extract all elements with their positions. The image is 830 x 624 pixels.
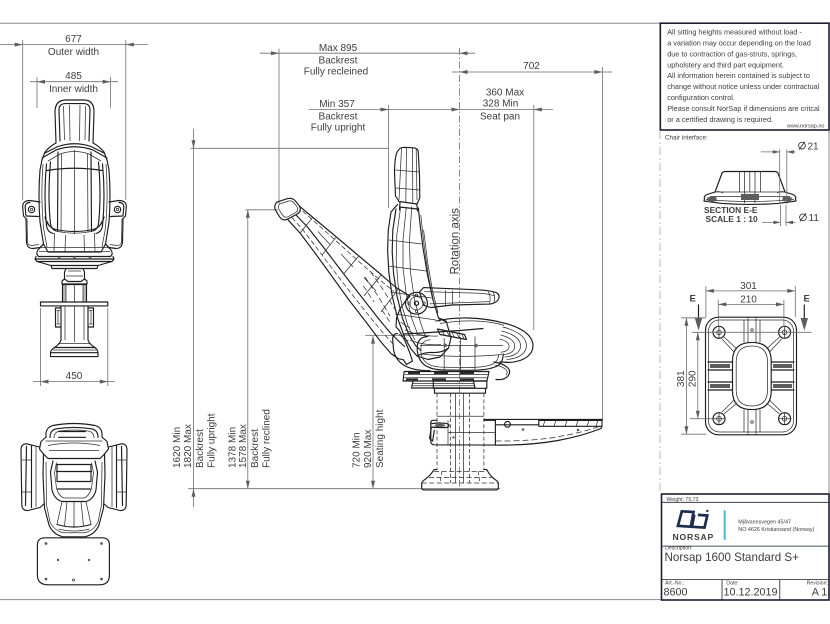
svg-text:702: 702 <box>523 61 540 72</box>
svg-text:8600: 8600 <box>664 587 688 599</box>
svg-text:Min 357: Min 357 <box>319 99 355 110</box>
svg-text:Outer width: Outer width <box>48 47 99 58</box>
svg-text:Seat pan: Seat pan <box>480 112 520 123</box>
svg-text:SCALE 1 : 10: SCALE 1 : 10 <box>706 214 758 224</box>
svg-text:450: 450 <box>66 371 83 382</box>
svg-text:NORSAP: NORSAP <box>673 532 715 542</box>
svg-text:Mjåvannsvegen 45/47: Mjåvannsvegen 45/47 <box>738 519 791 526</box>
svg-text:10.12.2019: 10.12.2019 <box>724 587 778 599</box>
svg-text:A 1: A 1 <box>812 587 828 599</box>
svg-text:920 Max: 920 Max <box>363 430 374 468</box>
svg-text:11: 11 <box>809 213 820 224</box>
svg-text:1578 Max: 1578 Max <box>238 424 249 468</box>
svg-text:1378 Min: 1378 Min <box>228 427 239 468</box>
svg-text:Max 895: Max 895 <box>319 43 358 54</box>
svg-text:290: 290 <box>688 370 699 387</box>
svg-text:www.norsap.no: www.norsap.no <box>786 124 825 130</box>
svg-text:Art.-No.:: Art.-No.: <box>665 581 684 587</box>
svg-text:Seating hight: Seating hight <box>375 409 386 468</box>
svg-text:Rotation axis: Rotation axis <box>450 208 462 275</box>
svg-text:All sitting heights measured w: All sitting heights measured without loa… <box>667 28 802 37</box>
svg-text:Inner width: Inner width <box>49 84 98 95</box>
svg-text:or a certified drawing is requ: or a certified drawing is required. <box>667 115 773 124</box>
svg-text:Fully upright: Fully upright <box>207 413 218 468</box>
svg-text:upholstery and third part equi: upholstery and third part equipment. <box>667 60 784 69</box>
svg-text:Description:: Description: <box>665 545 692 551</box>
svg-text:1620 Min: 1620 Min <box>172 427 183 468</box>
svg-text:a variation may occur dependin: a variation may occur depending on the l… <box>667 39 811 48</box>
svg-text:210: 210 <box>740 294 757 305</box>
svg-text:configuration control.: configuration control. <box>667 93 735 102</box>
svg-text:Weight: 75.73: Weight: 75.73 <box>667 497 699 503</box>
svg-text:485: 485 <box>65 71 82 82</box>
svg-text:Date:: Date: <box>726 581 738 587</box>
svg-text:677: 677 <box>65 34 82 45</box>
svg-text:328 Min: 328 Min <box>483 99 519 110</box>
svg-text:Backrest: Backrest <box>250 429 261 468</box>
svg-text:720 Min: 720 Min <box>352 432 363 468</box>
svg-text:Fully recleined: Fully recleined <box>304 67 368 78</box>
svg-text:Backrest: Backrest <box>319 112 358 123</box>
svg-text:Revision:: Revision: <box>807 581 828 587</box>
svg-text:E: E <box>804 294 810 305</box>
svg-text:due to contraction of gas-stru: due to contraction of gas-struts, spring… <box>667 49 797 58</box>
svg-text:Chair interface:: Chair interface: <box>665 135 708 142</box>
svg-text:Fully reclined: Fully reclined <box>262 409 273 468</box>
svg-text:E: E <box>690 294 696 305</box>
svg-text:NO 4626 Kristiansand (Norway): NO 4626 Kristiansand (Norway) <box>738 527 814 533</box>
svg-text:All information herein contain: All information herein contained is subj… <box>667 71 810 80</box>
svg-text:1820 Max: 1820 Max <box>183 424 194 468</box>
svg-text:360 Max: 360 Max <box>486 88 524 99</box>
svg-text:381: 381 <box>676 370 687 387</box>
svg-text:Fully upright: Fully upright <box>311 123 366 134</box>
svg-text:Backrest: Backrest <box>195 429 206 468</box>
svg-text:21: 21 <box>808 141 820 152</box>
svg-text:Backrest: Backrest <box>319 56 358 67</box>
svg-text:Norsap 1600 Standard S+: Norsap 1600 Standard S+ <box>665 551 800 564</box>
svg-text:Please consult NorSap if dimen: Please consult NorSap if dimensions are … <box>667 104 820 113</box>
svg-text:301: 301 <box>740 281 757 292</box>
svg-text:SECTION E-E: SECTION E-E <box>704 205 758 215</box>
svg-text:change without notice unless u: change without notice unless under contr… <box>667 82 819 91</box>
